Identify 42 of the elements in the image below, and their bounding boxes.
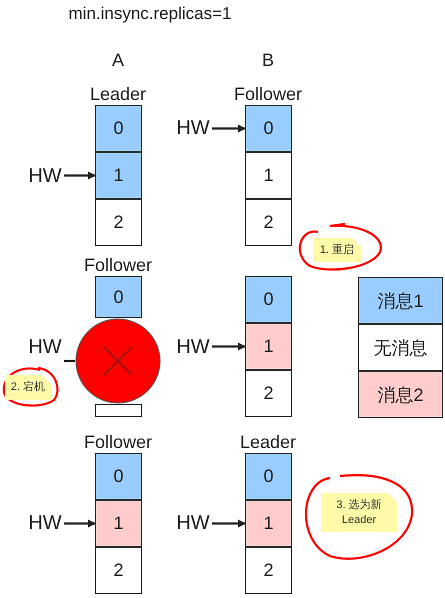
log-cell: 2: [245, 547, 292, 594]
column-heading: B: [262, 50, 274, 71]
log-cell: 2: [95, 547, 142, 594]
log-cell: 0: [95, 453, 142, 500]
arrow: [64, 172, 96, 180]
sticky-note: 3. 选为新 Leader: [321, 493, 397, 532]
log-cell: 2: [245, 370, 292, 417]
column-heading: Follower: [84, 255, 152, 276]
legend-text: 消息2: [377, 384, 424, 406]
arrow: [212, 124, 246, 132]
hw-label: HW: [176, 116, 210, 140]
column-heading: Leader: [90, 84, 146, 105]
log-cell: 1: [245, 323, 292, 370]
hw-label: HW: [176, 512, 210, 534]
hw-label: HW: [28, 164, 62, 188]
log-cell: 0: [245, 453, 292, 500]
arrow: [212, 520, 246, 528]
arrow: [64, 520, 96, 528]
log-cell: 2: [95, 199, 142, 246]
log-cell: 1: [245, 152, 292, 199]
diagram-title: min.insync.replicas=1: [68, 4, 232, 24]
log-cell: 2: [245, 199, 292, 246]
log-cell: 0: [245, 105, 292, 152]
log-cell: 0: [95, 276, 142, 318]
log-cell: [95, 404, 142, 417]
hw-label: HW: [176, 336, 210, 358]
legend-text: 无消息: [374, 336, 428, 360]
log-cell: 1: [245, 500, 292, 547]
column-heading: A: [112, 50, 124, 71]
sticky-note: 2. 宕机: [5, 375, 51, 400]
log-cell: 0: [95, 105, 142, 152]
column-heading: Follower: [234, 84, 302, 105]
hw-label: HW: [28, 336, 62, 358]
column-heading: Follower: [84, 432, 152, 453]
column-heading: Leader: [240, 432, 296, 453]
hw-label: HW: [28, 512, 62, 534]
log-cell: 1: [95, 152, 142, 199]
log-cell: 1: [95, 500, 142, 547]
legend-text: 消息1: [377, 290, 424, 312]
log-cell: 0: [245, 276, 292, 323]
arrow: [212, 342, 246, 350]
sticky-note: 1. 重启: [313, 238, 361, 262]
